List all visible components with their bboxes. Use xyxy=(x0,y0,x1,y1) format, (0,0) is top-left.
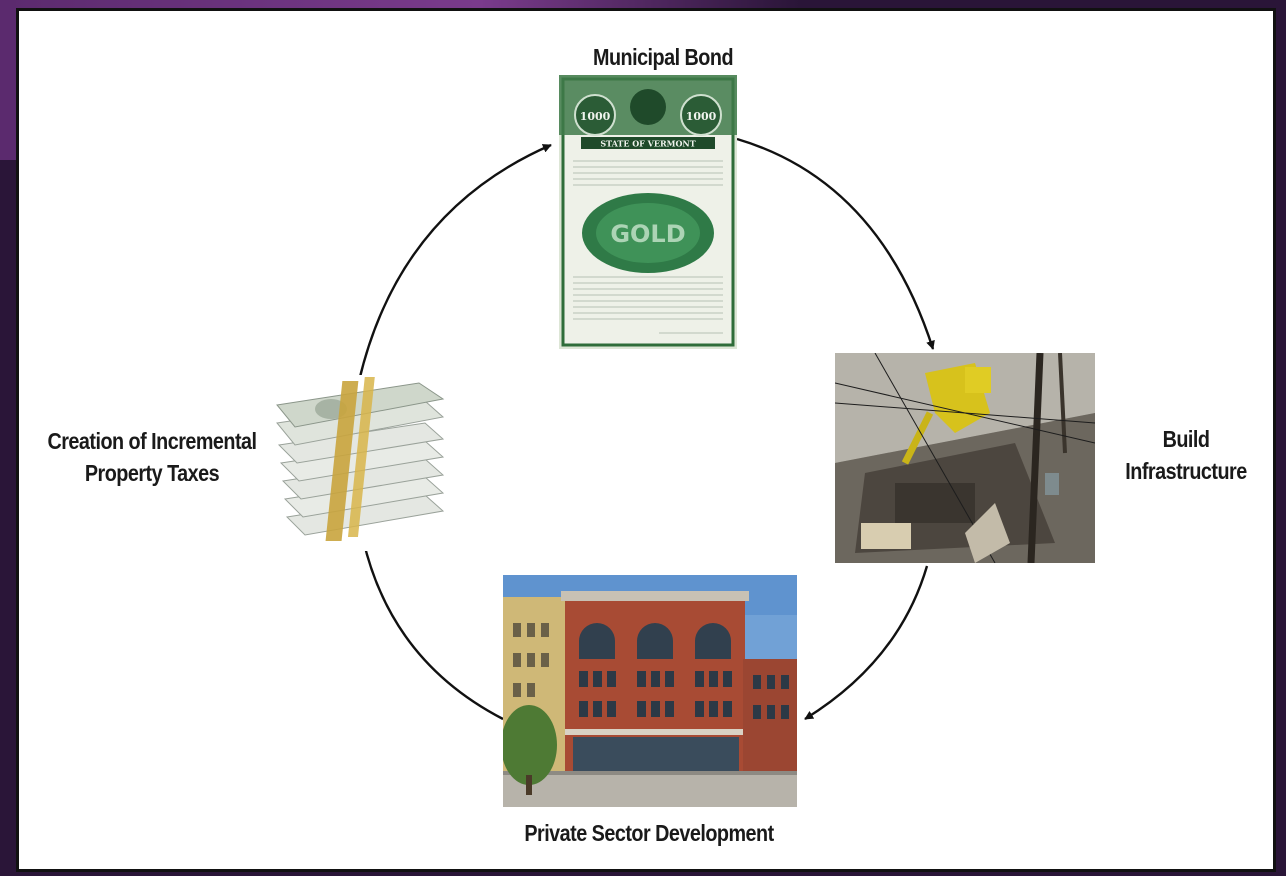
cycle-arrows xyxy=(357,137,935,721)
label-taxes-line2: Property Taxes xyxy=(84,460,220,486)
label-private-sector-development: Private Sector Development xyxy=(503,817,795,849)
side-accent-bar xyxy=(0,0,16,160)
municipal-bond-image: 1000 1000 STATE OF VERMONT GOLD xyxy=(559,75,737,349)
title-accent-bar xyxy=(0,0,800,10)
private-development-image xyxy=(503,575,797,807)
label-development-text: Private Sector Development xyxy=(524,820,774,846)
bond-denomination-left: 1000 xyxy=(580,110,611,123)
label-build-line1: Build xyxy=(1162,426,1210,452)
arrow-development-to-taxes xyxy=(360,538,504,721)
label-build-infrastructure: Build Infrastructure xyxy=(1113,423,1259,487)
arrow-taxes-to-bond xyxy=(357,143,552,382)
slide-frame: Municipal Bond Build Infrastructure Priv… xyxy=(16,8,1276,872)
label-taxes-line1: Creation of Incremental xyxy=(47,428,257,454)
label-incremental-taxes: Creation of Incremental Property Taxes xyxy=(36,425,268,489)
build-infrastructure-image xyxy=(835,353,1095,563)
label-municipal-bond: Municipal Bond xyxy=(551,41,775,73)
label-build-line2: Infrastructure xyxy=(1125,458,1247,484)
bond-center-text: GOLD xyxy=(610,220,685,248)
bond-denomination-right: 1000 xyxy=(686,110,717,123)
arrow-infrastructure-to-development xyxy=(804,565,929,721)
incremental-taxes-image xyxy=(275,375,449,551)
label-municipal-bond-text: Municipal Bond xyxy=(592,44,734,70)
bond-header: STATE OF VERMONT xyxy=(600,139,695,149)
arrow-bond-to-infrastructure xyxy=(736,137,935,350)
